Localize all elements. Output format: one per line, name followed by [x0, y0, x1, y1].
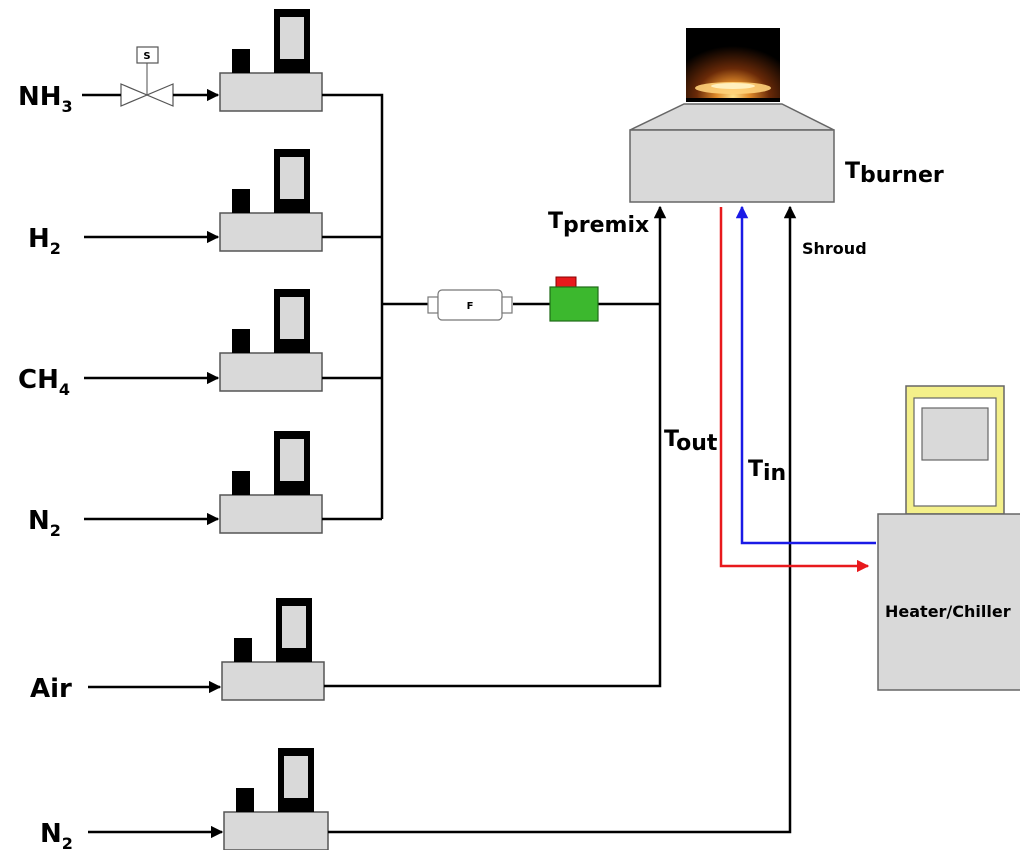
inlet-label-air: Air: [30, 674, 72, 704]
outlet-temp-label: Tout: [664, 427, 718, 456]
inlet-label-nh3: NH3: [18, 82, 73, 116]
mfc-connector: [232, 49, 250, 73]
premix-temp-label: Tpremix: [548, 209, 649, 238]
mfc-air: [222, 598, 324, 700]
solenoid-valve: S: [121, 47, 173, 106]
filter: F: [428, 290, 512, 320]
shroud-label: Shroud: [802, 239, 867, 258]
mfc-h2: [220, 149, 322, 251]
mfc-body: [220, 73, 322, 111]
manifold-line: [322, 95, 382, 519]
burner-temp-label: Tburner: [845, 159, 944, 188]
inlet-label-h2: H2: [28, 224, 61, 258]
burner: [630, 28, 834, 202]
burner-body: [630, 130, 834, 202]
mixer-body: [550, 287, 598, 321]
inlet-label-n2: N2: [28, 506, 61, 540]
inlet-temp-label: Tin: [748, 457, 786, 486]
inlet-label-ch4: CH4: [18, 365, 70, 399]
heater-chiller: [878, 386, 1020, 690]
mixer-button: [556, 277, 576, 287]
solenoid-label: S: [143, 51, 150, 62]
mfc-n2: [220, 431, 322, 533]
inlet-label-n2-shroud: N2: [40, 819, 73, 850]
filter-label: F: [467, 301, 474, 312]
mfc-n2-shroud: [224, 748, 328, 850]
mfc-nh3: [220, 9, 322, 111]
heater-screen: [922, 408, 988, 460]
mixer: [550, 277, 598, 321]
heater-chiller-label: Heater/Chiller: [885, 602, 1011, 621]
mfc-display: [280, 17, 304, 59]
premix-supply-line: [324, 207, 660, 686]
mfc-ch4: [220, 289, 322, 391]
burner-hood: [630, 104, 834, 130]
